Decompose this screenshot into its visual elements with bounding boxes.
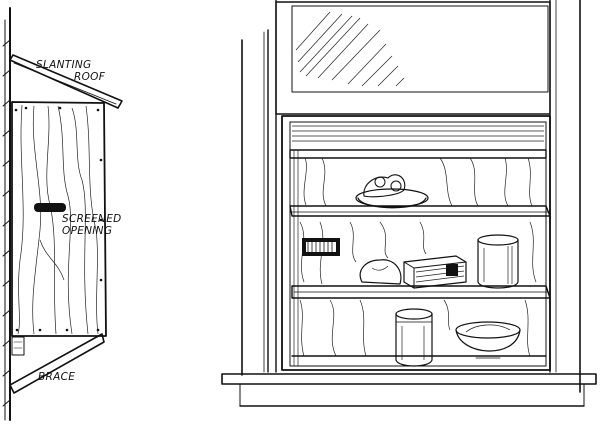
shelf-upper <box>289 205 551 217</box>
slanting-roof-label-line1: SLANTING <box>36 59 91 71</box>
screened-opening-slot <box>34 203 66 212</box>
house-wall <box>2 7 11 421</box>
window-view <box>221 0 597 407</box>
brace-label: BRACE <box>38 371 75 383</box>
fruit-bowl <box>355 174 429 209</box>
window-casing <box>241 0 581 393</box>
screened-opening-label-line1: SCREENED <box>62 213 122 225</box>
shelf-middle <box>291 285 551 299</box>
milk-can <box>395 308 433 367</box>
side-view: SLANTING ROOF SCREENED OPENING BRACE <box>2 7 123 421</box>
shelf-top <box>289 149 547 159</box>
mixing-bowl <box>455 321 521 359</box>
box-side-panel <box>11 101 107 356</box>
bread-loaf <box>359 259 402 285</box>
butter-box <box>403 255 467 289</box>
slanting-roof <box>9 54 123 109</box>
brace <box>9 333 105 394</box>
crock <box>477 234 519 289</box>
window-sill <box>221 369 597 407</box>
slanting-roof-label-line2: ROOF <box>74 71 106 83</box>
screened-vent <box>302 238 340 256</box>
screened-opening-label-line2: OPENING <box>62 225 112 237</box>
